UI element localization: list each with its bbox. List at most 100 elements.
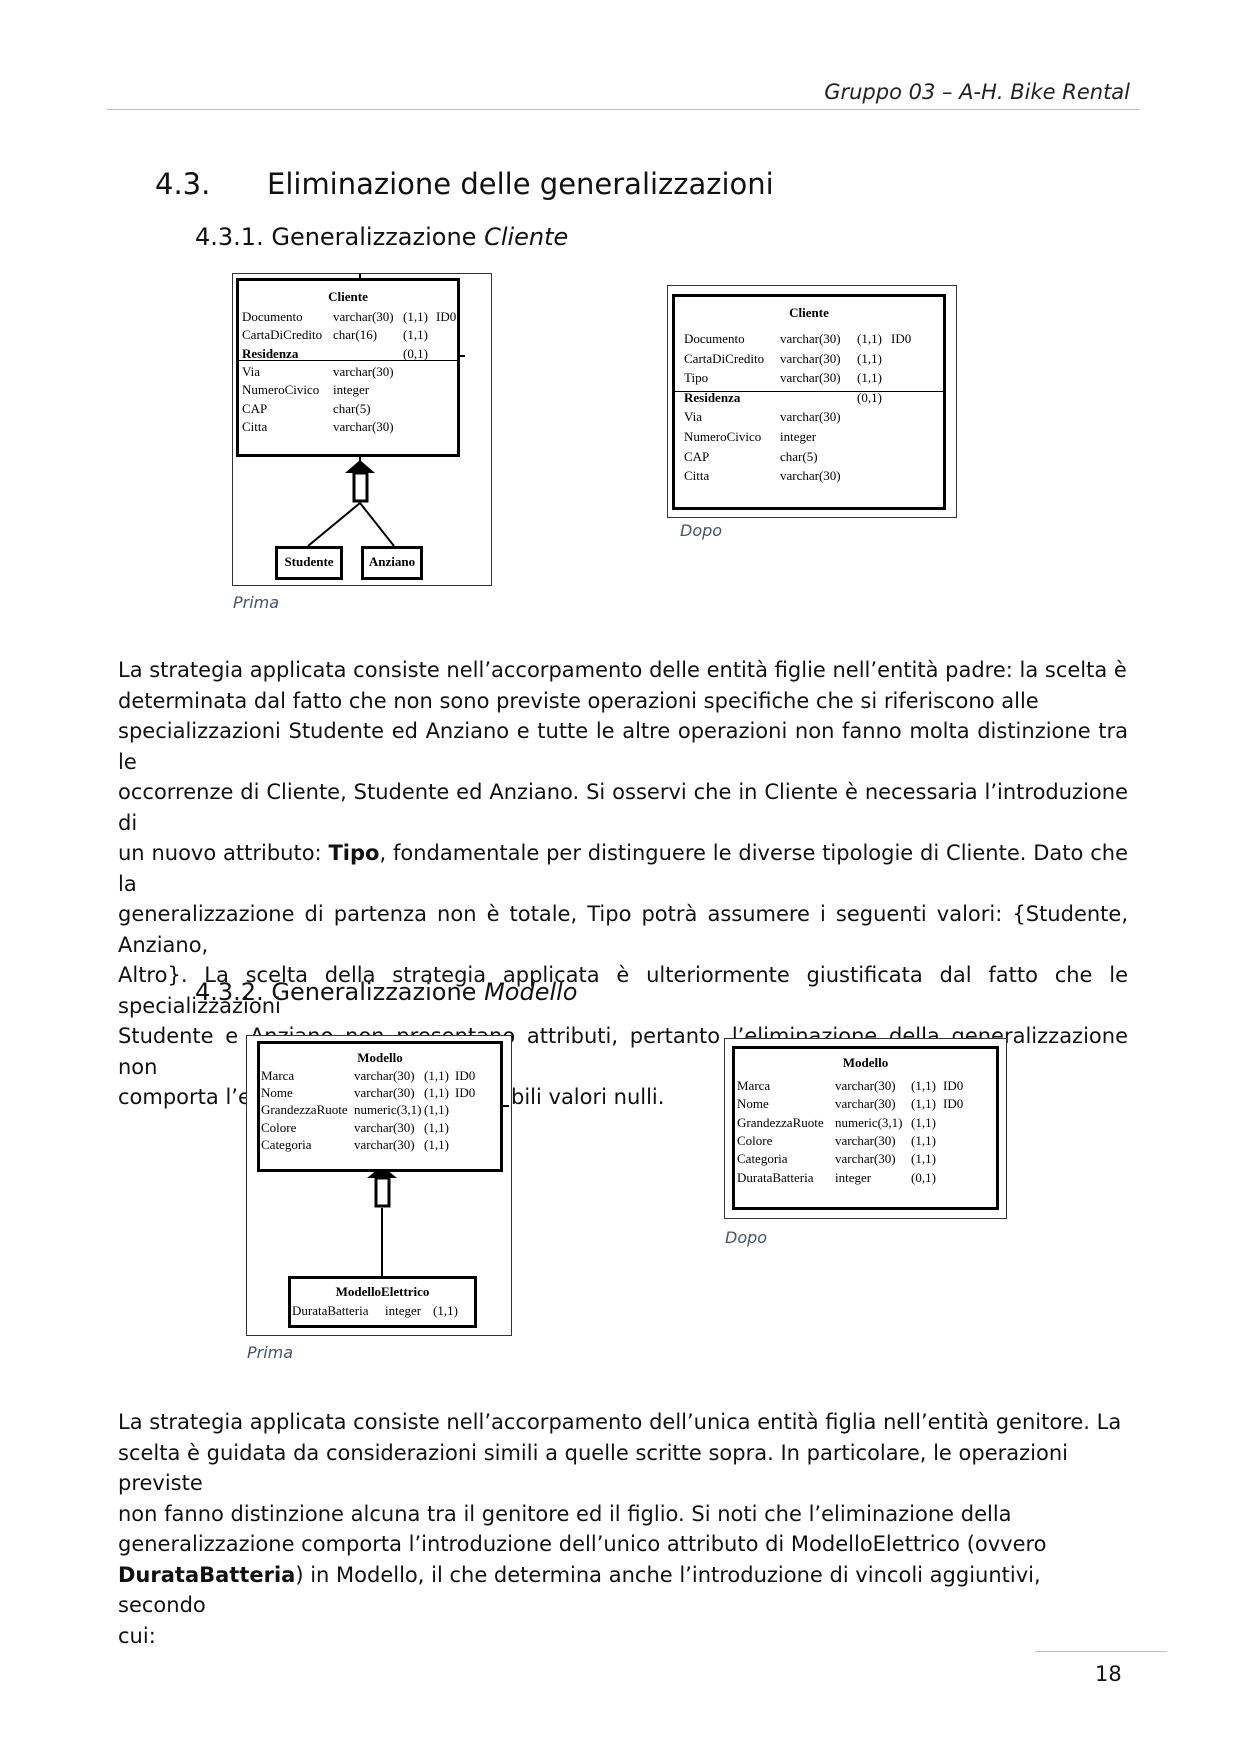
attribute-name: Via — [242, 363, 260, 379]
text-fragment: , fondamentale per distinguere le divers… — [118, 841, 1128, 896]
attribute-name: CartaDiCredito — [242, 327, 323, 343]
text-line: generalizzazione comporta l’introduzione… — [118, 1532, 1047, 1556]
attribute-cardinality: (1,1) — [424, 1085, 449, 1101]
attribute-name: Categoria — [261, 1136, 312, 1152]
text-line: La strategia applicata consiste nell’acc… — [118, 658, 1127, 682]
attribute-type: varchar(30) — [835, 1096, 896, 1112]
subsection-title: Generalizzazione — [271, 223, 485, 251]
attribute-name: DurataBatteria — [292, 1303, 369, 1318]
text-line: determinata dal fatto che non sono previ… — [118, 688, 1039, 713]
attribute-type: numeric(3,1) — [835, 1114, 903, 1130]
attribute-type: varchar(30) — [780, 409, 841, 425]
running-header: Gruppo 03 – A-H. Bike Rental — [824, 80, 1130, 104]
attribute-name: DurataBatteria — [737, 1169, 814, 1185]
attribute-type: varchar(30) — [333, 418, 394, 434]
attribute-name: NumeroCivico — [242, 382, 320, 398]
attribute-name: Citta — [684, 468, 710, 484]
subsection-title-italic: Cliente — [484, 223, 569, 251]
attribute-name: Categoria — [737, 1151, 788, 1167]
generalization-arrow-cliente — [307, 274, 465, 547]
figure-caption: Prima — [233, 593, 280, 612]
entity-anziano: Anziano — [361, 546, 423, 580]
attribute-cardinality: (1,1) — [857, 370, 882, 386]
attribute-cardinality: (1,1) — [424, 1119, 449, 1135]
attribute-type: varchar(30) — [333, 309, 394, 324]
attribute-type: varchar(30) — [835, 1078, 896, 1093]
subsection-number: 4.3.1. — [195, 223, 264, 251]
attribute-name: Residenza — [242, 345, 299, 361]
entity-title: ModelloElettrico — [335, 1284, 430, 1299]
attribute-type: varchar(30) — [333, 363, 394, 379]
attribute-name: Tipo — [684, 370, 709, 386]
attribute-cardinality: (1,1) — [911, 1096, 936, 1112]
entity-studente: Studente — [275, 546, 343, 580]
attribute-type: char(5) — [780, 448, 818, 464]
bold-term: DurataBatteria — [118, 1562, 296, 1587]
attribute-type: varchar(30) — [780, 350, 841, 366]
text-fragment: un nuovo attributo: — [118, 841, 329, 865]
entity-title: Cliente — [328, 289, 368, 304]
attribute-type: varchar(30) — [354, 1136, 415, 1152]
subsection-heading-cliente: 4.3.1. Generalizzazione Cliente — [195, 223, 568, 251]
attribute-name: Marca — [261, 1068, 295, 1083]
entity-modelloelettrico: ModelloElettrico DurataBatteria integer … — [288, 1276, 477, 1328]
text-line: cui: — [118, 1623, 156, 1648]
attribute-type: varchar(30) — [835, 1132, 896, 1148]
attribute-name: CAP — [242, 400, 268, 416]
attribute-name: Nome — [737, 1096, 769, 1112]
text-line: un nuovo attributo: Tipo, fondamentale p… — [118, 838, 1128, 899]
attribute-type: varchar(30) — [354, 1068, 415, 1083]
attribute-identifier: ID0 — [436, 309, 457, 324]
attribute-cardinality: (1,1) — [857, 331, 882, 346]
attribute-type: varchar(30) — [780, 370, 841, 386]
entity-title: Anziano — [368, 554, 416, 569]
attribute-cardinality: (1,1) — [911, 1114, 936, 1130]
attribute-cardinality: (1,1) — [424, 1068, 449, 1083]
figure-caption: Prima — [247, 1343, 294, 1362]
attribute-type: integer — [385, 1303, 422, 1318]
entity-divider — [675, 391, 943, 392]
text-line: DurataBatteria) in Modello, il che deter… — [118, 1560, 1128, 1621]
attribute-name: Citta — [242, 418, 268, 434]
figure-caption: Dopo — [680, 521, 723, 540]
attribute-type: varchar(30) — [354, 1085, 415, 1101]
text-line: non fanno distinzione alcuna tra il geni… — [118, 1501, 1012, 1526]
attribute-name: GrandezzaRuote — [737, 1114, 824, 1130]
attribute-type: varchar(30) — [780, 331, 841, 346]
attribute-cardinality: (1,1) — [403, 327, 428, 343]
attribute-type: char(5) — [333, 400, 371, 416]
text-line: generalizzazione di partenza non è total… — [118, 902, 1128, 957]
attribute-cardinality: (1,1) — [911, 1132, 936, 1148]
bold-term: Tipo — [328, 841, 380, 865]
attribute-name: NumeroCivico — [684, 429, 762, 444]
attribute-name: Residenza — [684, 389, 741, 405]
attribute-cardinality: (1,1) — [433, 1303, 458, 1318]
footer-divider — [1035, 1651, 1167, 1652]
attribute-name: Documento — [684, 331, 745, 346]
attribute-name: Documento — [242, 309, 303, 324]
attribute-cardinality: (1,1) — [424, 1136, 449, 1152]
attribute-identifier: ID0 — [891, 331, 912, 346]
text-line: scelta è guidata da considerazioni simil… — [118, 1440, 1068, 1496]
subsection-number: 4.3.2. — [195, 978, 264, 1006]
entity-title: Modello — [357, 1050, 403, 1065]
attribute-name: Colore — [737, 1132, 773, 1148]
attribute-name: Colore — [261, 1119, 297, 1135]
attribute-type: integer — [780, 429, 817, 444]
attribute-type: integer — [835, 1169, 872, 1185]
subsection-title-italic: Modello — [484, 978, 578, 1006]
text-fragment: ) in Modello, il che determina anche l’i… — [118, 1562, 1041, 1618]
attribute-cardinality: (1,1) — [911, 1151, 936, 1167]
attribute-type: integer — [333, 382, 370, 398]
attribute-name: Via — [684, 409, 702, 425]
attribute-identifier: ID0 — [455, 1085, 476, 1101]
figure-caption: Dopo — [725, 1228, 768, 1247]
